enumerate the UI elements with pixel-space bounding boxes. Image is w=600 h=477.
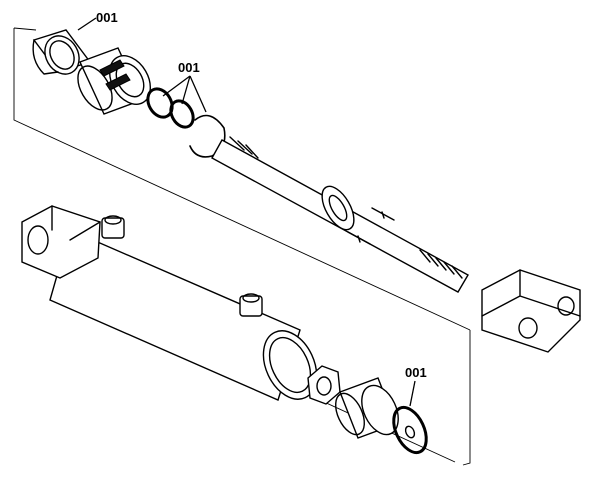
hydraulic-port-base <box>101 215 125 239</box>
rod-clevis <box>481 269 581 353</box>
hydraulic-port-rod-end <box>239 293 263 317</box>
callout-middle-label: 001 <box>178 60 200 75</box>
callout-top: 001 <box>77 10 118 31</box>
lower-seal-ring <box>392 405 428 455</box>
base-clevis <box>21 205 101 279</box>
piston-rod <box>211 136 469 293</box>
piston-nut <box>307 365 341 405</box>
callout-bottom-label: 001 <box>405 365 427 380</box>
cylinder-barrel <box>49 229 318 401</box>
lower-piston <box>334 377 399 439</box>
callout-bottom: 001 <box>405 365 427 407</box>
gland-piston <box>77 47 151 115</box>
rod-end-cap <box>32 29 92 75</box>
callout-middle: 001 <box>162 60 207 113</box>
callout-top-label: 001 <box>96 10 118 25</box>
